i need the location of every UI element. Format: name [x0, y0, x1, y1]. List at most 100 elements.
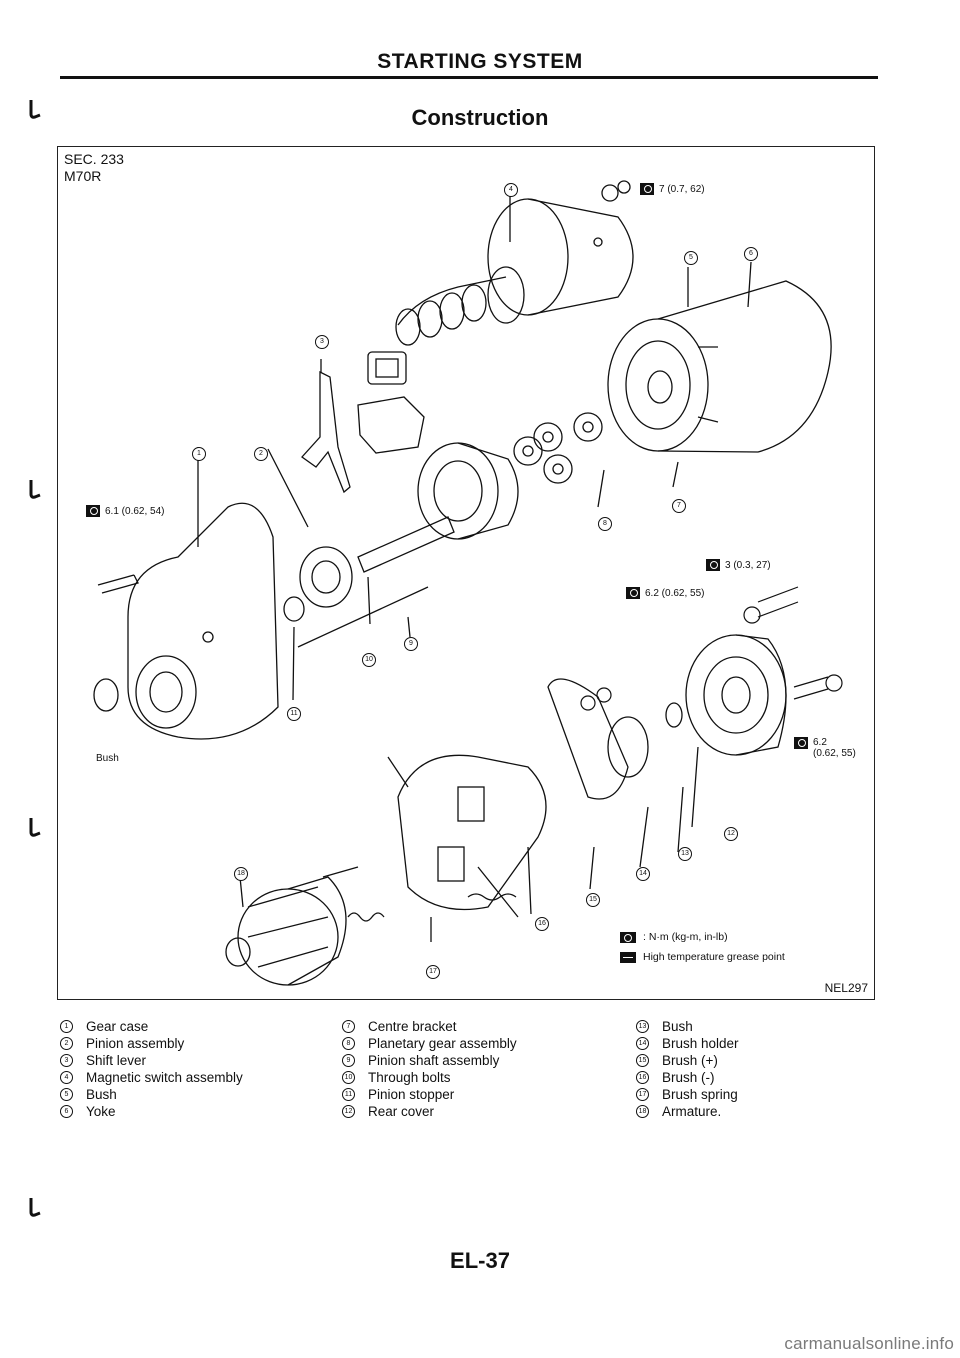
legend-torque-text: : N·m (kg-m, in-lb) [643, 931, 728, 943]
binder-mark-icon [29, 1198, 41, 1217]
planetary-gears-shape [513, 412, 603, 484]
torque-spec-magnetic-switch: 7 (0.7, 62) [640, 183, 705, 195]
item-number: 12 [342, 1105, 355, 1118]
sec-number: SEC. 233 [64, 151, 124, 167]
yoke-shape [607, 280, 832, 453]
torque-spec-value: 6.2 (0.62, 55) [813, 737, 856, 759]
parts-list-item: 5 Bush [60, 1086, 243, 1103]
parts-list-item: 18 Armature. [636, 1103, 739, 1120]
rear-cover-shape [685, 634, 787, 756]
item-number: 9 [342, 1054, 355, 1067]
parts-list-col-2: 7 Centre bracket 8 Planetary gear assembly… [342, 1018, 517, 1120]
page-header-title: STARTING SYSTEM [377, 50, 583, 73]
item-name: Armature. [662, 1104, 722, 1119]
binder-mark-icon [29, 818, 41, 837]
item-name: Brush (-) [662, 1070, 715, 1085]
torque-spec-value: 7 (0.7, 62) [659, 183, 705, 195]
item-name: Through bolts [368, 1070, 451, 1085]
parts-list-item: 13 Bush [636, 1018, 739, 1035]
callout-10: 10 [362, 653, 376, 667]
item-number: 7 [342, 1020, 355, 1033]
item-name: Pinion stopper [368, 1087, 455, 1102]
callout-8: 8 [598, 517, 612, 531]
torque-spec-gear-case: 6.1 (0.62, 54) [86, 505, 164, 517]
section-title: Construction [411, 105, 549, 130]
page-number: EL-37 [450, 1248, 510, 1273]
parts-list-item: 17 Brush spring [636, 1086, 739, 1103]
figure-reference-code: NEL297 [824, 981, 868, 995]
bush-label: Bush [96, 753, 119, 764]
binder-mark-icon [29, 100, 41, 119]
gear-case-shape [93, 502, 279, 740]
torque-spec-value: 3 (0.3, 27) [725, 559, 771, 571]
item-number: 8 [342, 1037, 355, 1050]
item-number: 14 [636, 1037, 649, 1050]
callout-16: 16 [535, 917, 549, 931]
callout-15: 15 [586, 893, 600, 907]
legend: : N·m (kg-m, in-lb) High temperature gre… [620, 927, 785, 967]
torque-spec-through-bolt: 6.2 (0.62, 55) [626, 587, 704, 599]
item-number: 18 [636, 1105, 649, 1118]
callout-1: 1 [192, 447, 206, 461]
torque-wrench-icon [626, 587, 640, 599]
torque-spec-value-kgm: (0.62, 55) [813, 748, 856, 759]
item-number: 5 [60, 1088, 73, 1101]
callout-2: 2 [254, 447, 268, 461]
callout-4: 4 [504, 183, 518, 197]
item-name: Brush spring [662, 1087, 738, 1102]
exploded-view-diagram: SEC. 233 M70R [57, 146, 875, 1000]
item-name: Planetary gear assembly [368, 1036, 517, 1051]
item-number: 2 [60, 1037, 73, 1050]
legend-grease-text: High temperature grease point [643, 951, 785, 963]
torque-wrench-icon [640, 183, 654, 195]
callout-3: 3 [315, 335, 329, 349]
model-code: M70R [64, 168, 102, 184]
watermark: carmanualsonline.info [784, 1334, 954, 1353]
item-name: Bush [86, 1087, 117, 1102]
item-number: 4 [60, 1071, 73, 1084]
item-number: 17 [636, 1088, 649, 1101]
item-number: 1 [60, 1020, 73, 1033]
item-name: Shift lever [86, 1053, 147, 1068]
torque-spec-value: 6.2 (0.62, 55) [645, 587, 705, 599]
torque-spec-terminal: 6.2 (0.62, 55) [794, 737, 856, 759]
parts-list-item: 8 Planetary gear assembly [342, 1035, 517, 1052]
callout-17: 17 [426, 965, 440, 979]
item-number: 16 [636, 1071, 649, 1084]
callout-14: 14 [636, 867, 650, 881]
item-number: 3 [60, 1054, 73, 1067]
callout-9: 9 [404, 637, 418, 651]
parts-list-item: 7 Centre bracket [342, 1018, 517, 1035]
parts-list-item: 2 Pinion assembly [60, 1035, 243, 1052]
torque-wrench-icon [706, 559, 720, 571]
item-name: Centre bracket [368, 1019, 457, 1034]
magnetic-switch-shape [395, 180, 634, 346]
item-number: 15 [636, 1054, 649, 1067]
item-number: 13 [636, 1020, 649, 1033]
armature-shape [225, 866, 359, 986]
callout-12: 12 [724, 827, 738, 841]
item-name: Pinion assembly [86, 1036, 185, 1051]
parts-list-item: 3 Shift lever [60, 1052, 243, 1069]
torque-wrench-icon [86, 505, 100, 517]
grease-point-icon [620, 951, 636, 963]
item-name: Pinion shaft assembly [368, 1053, 500, 1068]
torque-wrench-icon [794, 737, 808, 749]
legend-torque: : N·m (kg-m, in-lb) [620, 927, 785, 947]
callout-11: 11 [287, 707, 301, 721]
item-name: Magnetic switch assembly [86, 1070, 243, 1085]
torque-spec-value: 6.1 (0.62, 54) [105, 505, 165, 517]
callout-13: 13 [678, 847, 692, 861]
header-rule [60, 76, 878, 79]
item-name: Bush [662, 1019, 693, 1034]
binder-mark-icon [29, 480, 41, 499]
pinion-shaft-shape [297, 442, 519, 648]
starter-motor-illustration [93, 180, 843, 986]
